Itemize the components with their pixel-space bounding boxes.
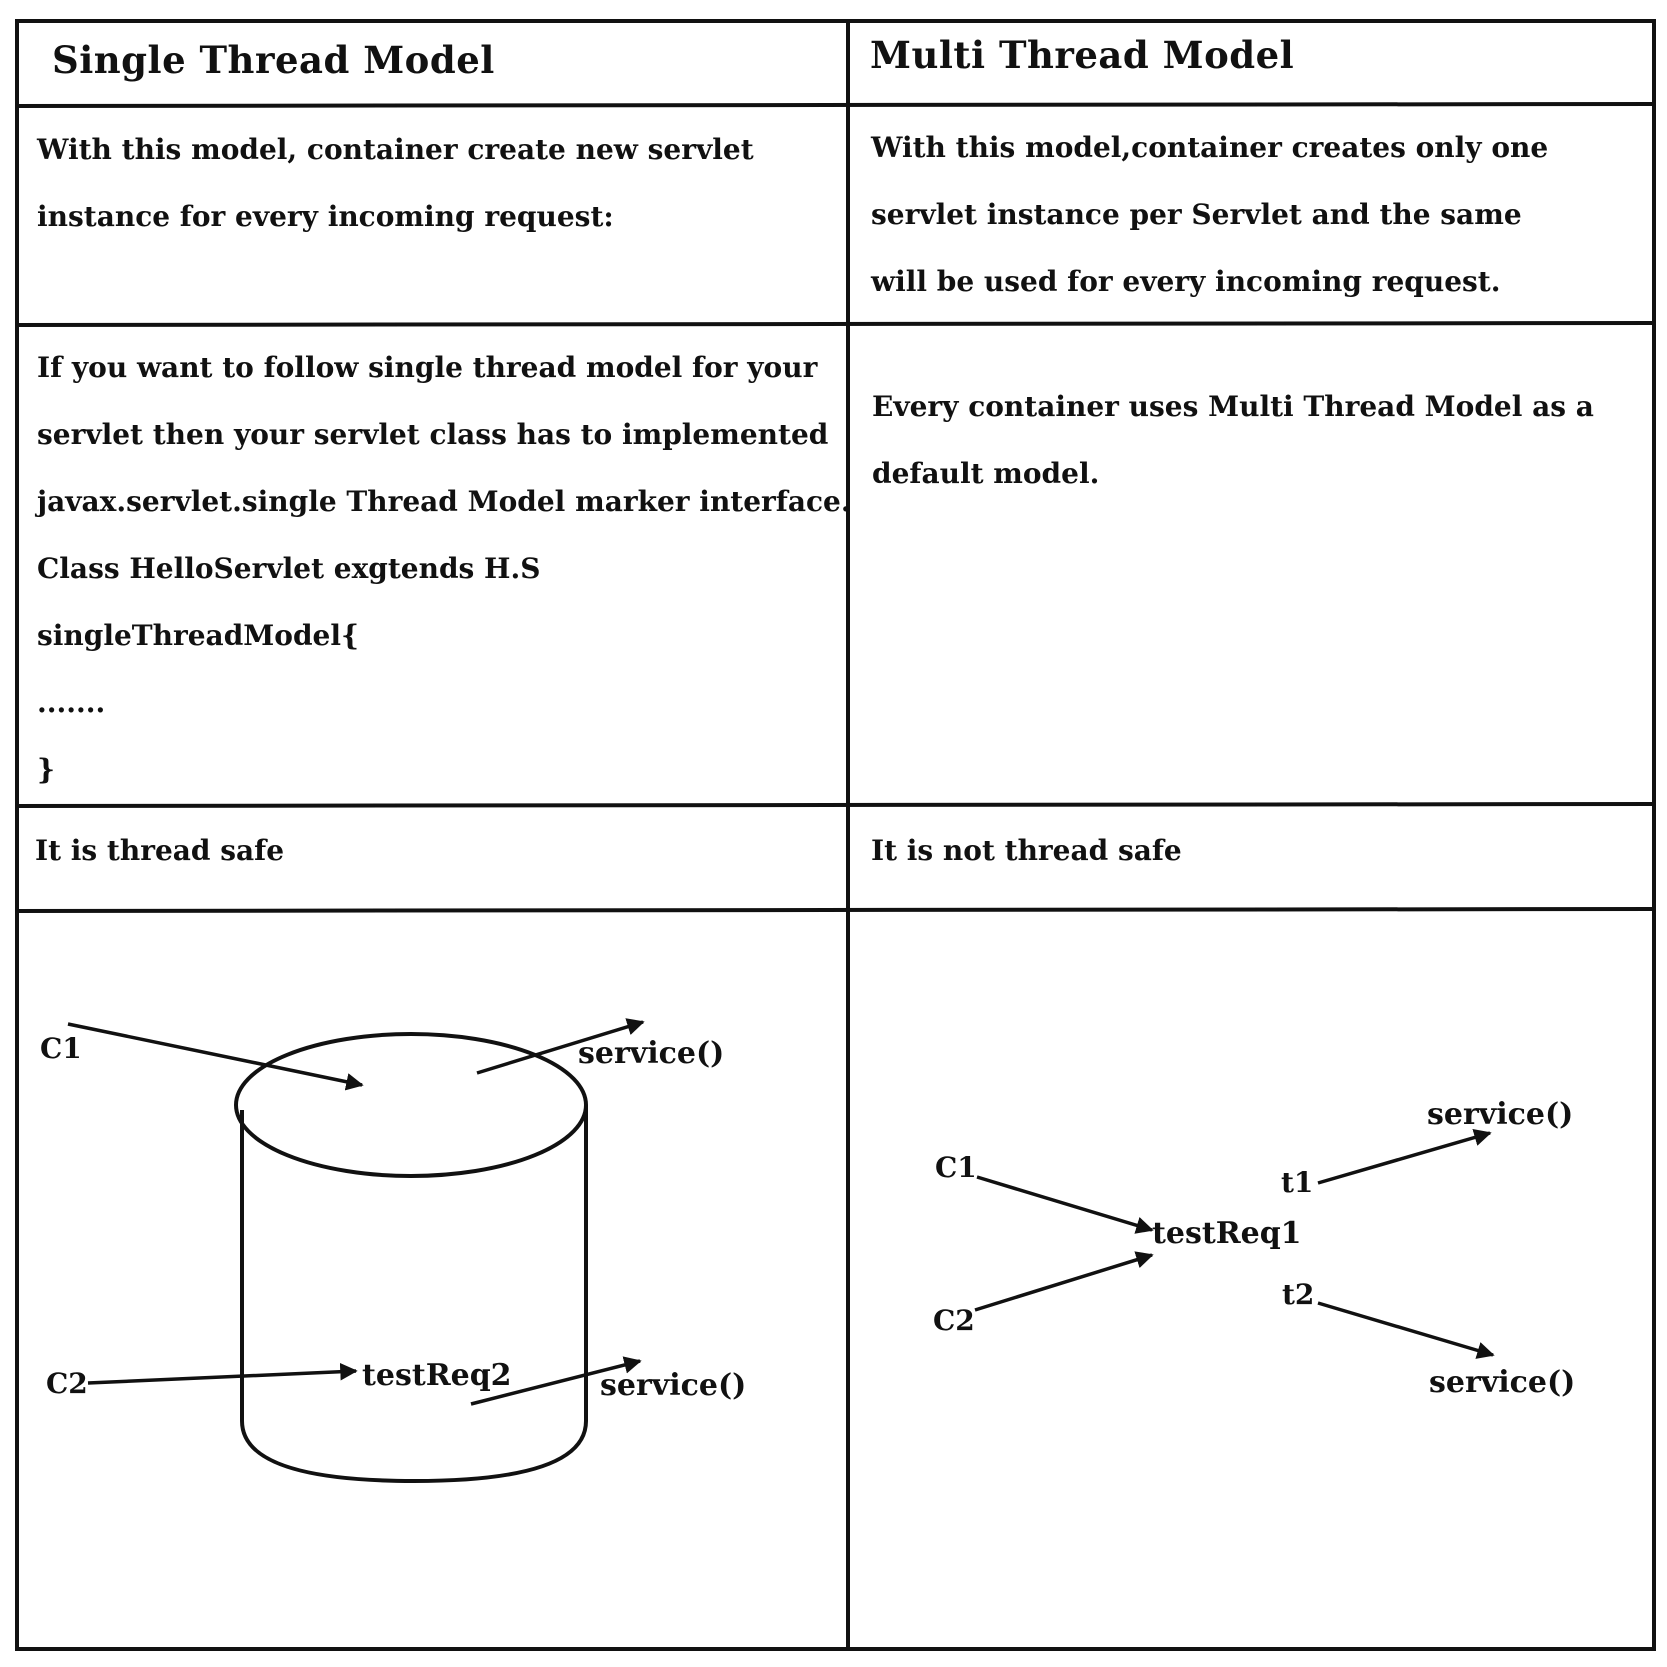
servlet-cylinder: [234, 1032, 588, 1484]
text-line: instance for every incoming request:: [37, 200, 614, 233]
text-line: With this model, container create new se…: [37, 133, 754, 166]
arrow-c1-to-servlet: [67, 1022, 364, 1091]
multi-thread-safety: It is not thread safe: [871, 834, 1182, 867]
label-c1: C1: [40, 1032, 82, 1065]
table-row-divider: [14, 907, 1655, 913]
text-line: servlet then your servlet class has to i…: [37, 418, 829, 451]
label-t1: t1: [1281, 1166, 1313, 1199]
text-line: If you want to follow single thread mode…: [37, 351, 818, 384]
multi-default-note: Every container uses Multi Thread Model …: [872, 373, 1594, 507]
header-single-thread-model: Single Thread Model: [52, 38, 495, 82]
arrow-to-service-bottom: [470, 1356, 642, 1406]
label-service-bottom: service(): [600, 1368, 746, 1403]
text-line: Every container uses Multi Thread Model …: [872, 390, 1594, 423]
label-c2: C2: [46, 1367, 88, 1400]
label-c2: C2: [933, 1304, 975, 1337]
header-multi-thread-model: Multi Thread Model: [870, 33, 1295, 77]
arrow-c1-to-testreq1: [976, 1175, 1154, 1234]
arrow-t1-to-service: [1317, 1128, 1492, 1185]
code-line: }: [37, 753, 56, 786]
table-row-divider: [14, 802, 1655, 808]
label-service-top: service(): [578, 1036, 724, 1071]
table-row-divider: [14, 102, 1655, 108]
single-implementation: If you want to follow single thread mode…: [37, 334, 851, 803]
arrow-c2-to-testreq1: [974, 1251, 1154, 1312]
text-line: will be used for every incoming request.: [871, 265, 1501, 298]
arrow-c2-to-testreq2: [87, 1362, 358, 1385]
label-c1: C1: [935, 1151, 977, 1184]
multi-thread-diagram: C1 C2 testReq1 t1 t2 service() service(): [933, 1097, 1575, 1400]
text-line: servlet instance per Servlet and the sam…: [871, 198, 1522, 231]
single-thread-diagram: C1 service() C2 testReq2 service(): [40, 1018, 746, 1484]
text-line: javax.servlet.single Thread Model marker…: [37, 485, 851, 518]
table-border: [15, 19, 1656, 1651]
label-t2: t2: [1282, 1278, 1314, 1311]
code-line: .......: [37, 686, 106, 719]
single-thread-safety: It is thread safe: [35, 834, 285, 867]
label-testreq2: testReq2: [362, 1358, 512, 1393]
label-service-bottom: service(): [1429, 1365, 1575, 1400]
text-line: default model.: [872, 457, 1100, 490]
table-row-divider: [16, 321, 1655, 327]
arrow-to-service-top: [476, 1018, 645, 1075]
code-line: Class HelloServlet exgtends H.S: [37, 552, 541, 585]
code-line: singleThreadModel{: [37, 619, 359, 652]
text-line: With this model,container creates only o…: [871, 131, 1549, 164]
multi-description: With this model,container creates only o…: [871, 114, 1548, 315]
arrow-t2-to-service: [1317, 1301, 1495, 1359]
label-service-top: service(): [1427, 1097, 1573, 1132]
label-testreq1: testReq1: [1152, 1216, 1302, 1251]
single-description: With this model, container create new se…: [37, 116, 754, 250]
cylinder-bottom: [240, 1420, 588, 1484]
